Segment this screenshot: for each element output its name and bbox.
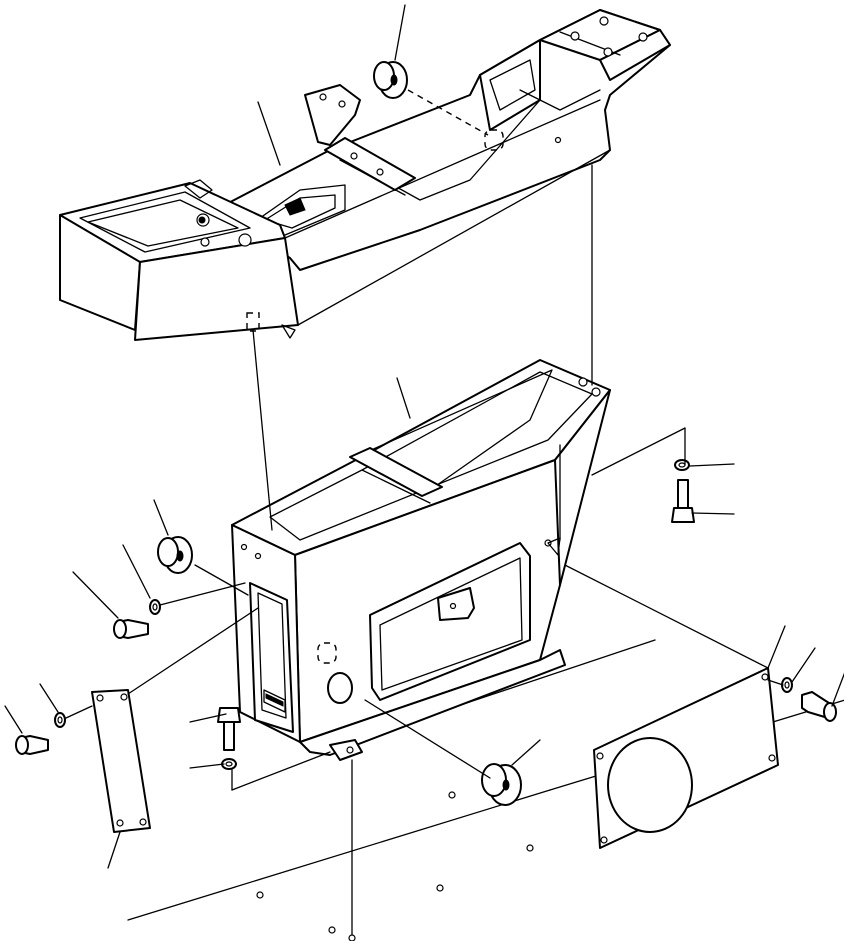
rubber-mount-left — [157, 536, 193, 574]
cover-plate-right — [593, 667, 779, 849]
bolt-right-cover — [781, 677, 837, 722]
leader-lines — [4, 4, 844, 869]
lower-box-frame — [231, 359, 611, 761]
rubber-mount-top — [373, 61, 408, 99]
bolt-right-upper — [671, 459, 695, 523]
hidden-mount-box — [317, 642, 337, 664]
bolt-center — [217, 707, 241, 770]
bolt-left-cover — [15, 712, 66, 755]
assembly-lines — [65, 164, 784, 936]
upper-frame — [59, 9, 671, 341]
bolt-left-mount — [113, 599, 161, 639]
rubber-mount-bottom — [481, 763, 522, 806]
cover-plate-left — [91, 689, 151, 833]
